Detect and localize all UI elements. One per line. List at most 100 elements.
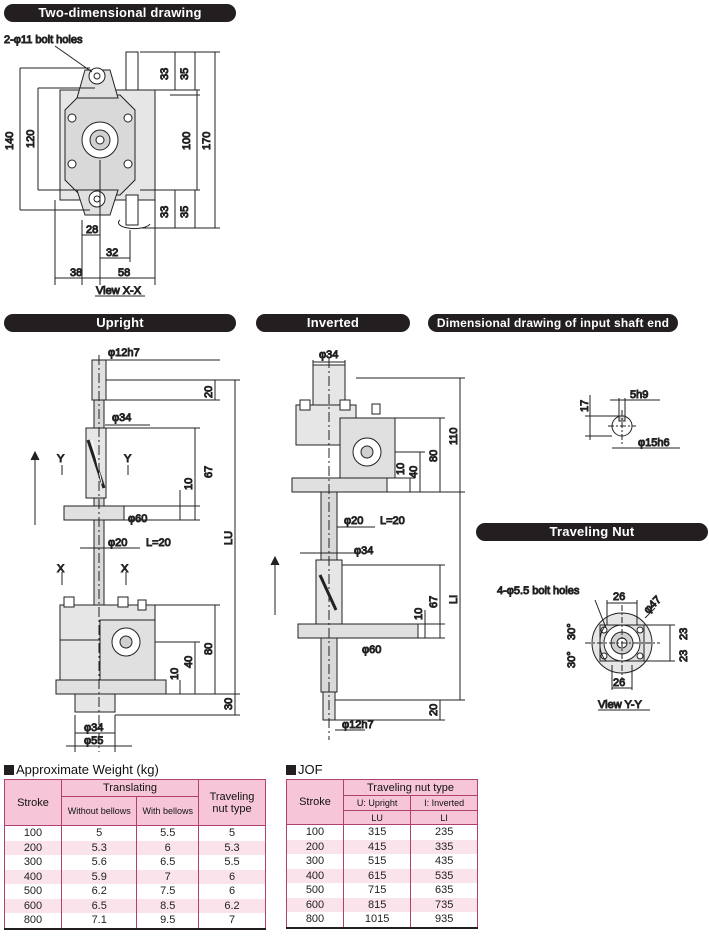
jof-th-li: LI [410, 810, 478, 825]
jof-table-title-text: JOF [298, 762, 323, 777]
nut-dim-26-bottom: 26 [613, 677, 625, 689]
cell: 800 [286, 912, 344, 929]
jof-th-lu: LU [342, 810, 412, 825]
cell: 500 [286, 883, 344, 898]
upright-dim-10: 10 [183, 478, 195, 490]
weight-th-translating: Translating [61, 779, 199, 797]
inverted-L20: L=20 [380, 515, 405, 527]
upright-phi34b: φ34 [84, 722, 103, 734]
inverted-dim-40: 40 [408, 466, 420, 478]
nut-angle-30-top: 30° [566, 623, 578, 640]
dim-140: 140 [4, 132, 16, 150]
shaft-5h9: 5h9 [630, 389, 648, 401]
inverted-dim-10: 10 [395, 463, 407, 475]
header-traveling-nut: Traveling Nut [476, 523, 708, 541]
cell: 6.5 [60, 898, 138, 913]
cell: 5.3 [198, 840, 266, 855]
cell: 500 [4, 884, 62, 899]
upright-phi12h7: φ12h7 [108, 347, 140, 359]
cell: 400 [286, 868, 344, 883]
cell: 1015 [342, 912, 412, 929]
inverted-phi12h7: φ12h7 [342, 719, 374, 731]
cell: 200 [4, 840, 62, 855]
header-inverted: Inverted [256, 314, 410, 332]
title-square-icon [286, 765, 296, 775]
upright-phi34: φ34 [112, 412, 131, 424]
upright-view [30, 355, 240, 752]
upright-marker-x1: X [57, 563, 65, 575]
dim-120: 120 [25, 130, 37, 148]
inverted-dim-80: 80 [428, 450, 440, 462]
title-square-icon [4, 765, 14, 775]
weight-table-title-text: Approximate Weight (kg) [16, 762, 159, 777]
cell: 300 [4, 855, 62, 870]
inverted-dim-20: 20 [428, 704, 440, 716]
upright-dim-67: 67 [203, 466, 215, 478]
dim-35-top: 35 [179, 68, 191, 80]
header-two-dimensional-drawing: Two-dimensional drawing [4, 4, 236, 22]
cell: 7.1 [60, 913, 138, 930]
dim-58: 58 [118, 267, 130, 279]
dim-28: 28 [86, 224, 98, 236]
upright-L20: L=20 [146, 537, 171, 549]
jof-th-upright: U: Upright [342, 795, 412, 811]
shaft-dim-17: 17 [579, 400, 591, 412]
jof-th-stroke: Stroke [286, 779, 344, 825]
inverted-dim-110: 110 [448, 427, 460, 445]
cell: 100 [286, 824, 344, 840]
cell: 6.2 [198, 898, 266, 913]
weight-table: Stroke Translating Traveling nut type Wi… [4, 779, 266, 930]
upright-phi60: φ60 [128, 513, 147, 525]
dim-bolt-holes: 2-φ11 bolt holes [4, 34, 83, 46]
nut-dim-23-top: 23 [678, 628, 690, 640]
inverted-phi60: φ60 [362, 644, 381, 656]
dim-100: 100 [181, 132, 193, 150]
dim-33-top: 33 [159, 68, 171, 80]
cell: 5.5 [198, 855, 266, 870]
cell: 7 [136, 869, 199, 884]
shaft-phi15h6: φ15h6 [638, 437, 670, 449]
inverted-phi20: φ20 [344, 515, 363, 527]
jof-th-inverted: I: Inverted [410, 795, 478, 811]
cell: 300 [286, 854, 344, 869]
header-upright: Upright [4, 314, 236, 332]
dim-170: 170 [201, 132, 213, 150]
inverted-dim-67: 67 [428, 596, 440, 608]
upright-LU: LU [223, 531, 235, 545]
cell: 400 [4, 869, 62, 884]
upright-phi20: φ20 [108, 537, 127, 549]
nut-bolt-holes: 4-φ5.5 bolt holes [497, 585, 580, 597]
cell: 5.6 [60, 855, 138, 870]
cell: 7.5 [136, 884, 199, 899]
nut-dim-26-top: 26 [613, 591, 625, 603]
two-dim-view [19, 45, 220, 297]
cell: 635 [410, 883, 478, 898]
cell: 535 [410, 868, 478, 883]
view-xx-label: View X-X [96, 285, 142, 297]
upright-dim-80: 80 [203, 643, 215, 655]
weight-th-stroke: Stroke [4, 779, 62, 826]
nut-dim-23-bottom: 23 [678, 650, 690, 662]
cell: 735 [410, 897, 478, 912]
upright-dim-30: 30 [223, 698, 235, 710]
inverted-phi34b: φ34 [354, 545, 373, 557]
dim-32: 32 [106, 247, 118, 259]
cell: 715 [342, 883, 412, 898]
weight-th-without-bellows: Without bellows [60, 796, 138, 826]
upright-phi55: φ55 [84, 735, 103, 747]
cell: 5.3 [60, 840, 138, 855]
upright-dim-10b: 10 [169, 668, 181, 680]
header-input-shaft-end: Dimensional drawing of input shaft end [428, 314, 678, 332]
technical-drawing: 2-φ11 bolt holes 140 120 33 35 100 170 3… [4, 34, 691, 752]
